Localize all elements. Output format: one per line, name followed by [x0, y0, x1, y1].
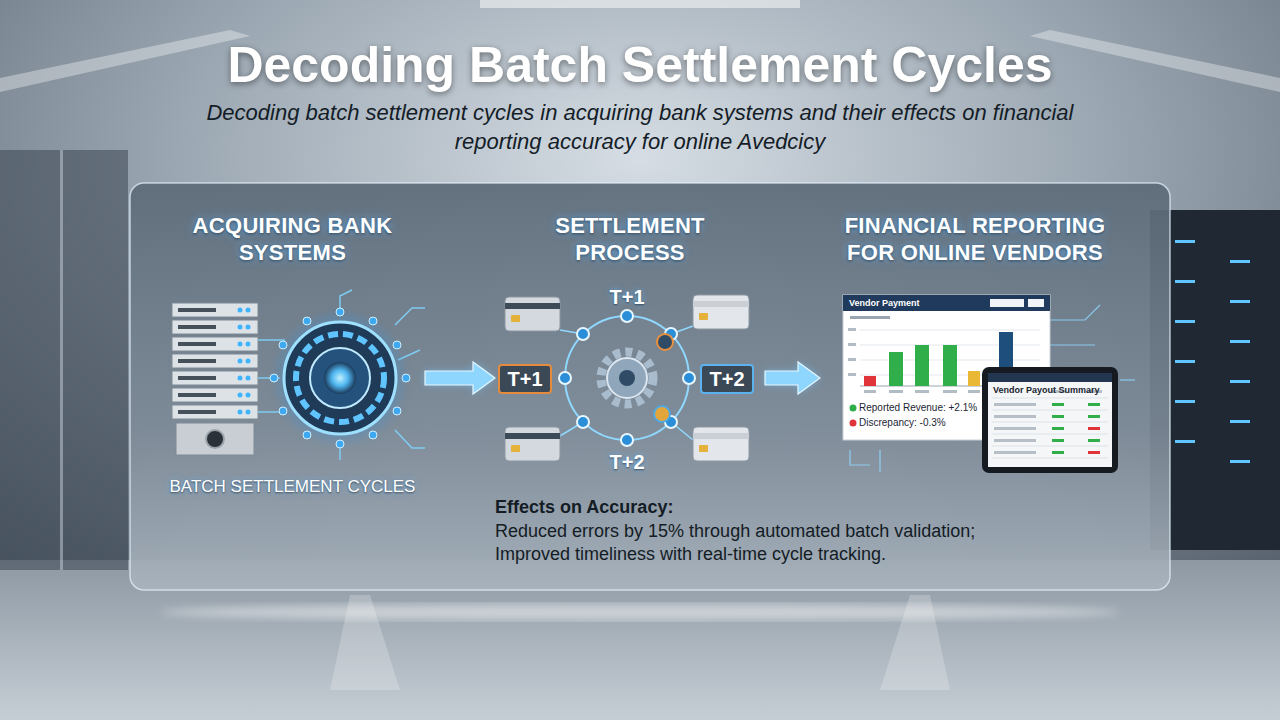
section-panel: ACQUIRING BANK SYSTEMS BATCH SETTLEMENT C…	[160, 212, 425, 497]
cycle-label: T+1	[609, 285, 644, 309]
node-label: FINANCIAL REPORTING FOR ONLINE VENDORS	[820, 212, 1130, 266]
node-label: BATCH SETTLEMENT CYCLES	[160, 476, 425, 497]
arrow-shape	[765, 362, 820, 394]
node-label: T+2	[709, 367, 744, 391]
title-text: Decoding Batch Settlement Cycles	[0, 36, 1280, 94]
section-panel: FINANCIAL REPORTING FOR ONLINE VENDORS	[820, 212, 1130, 482]
node-label: SETTLEMENT PROCESS	[515, 212, 745, 266]
metric-text: Reported Revenue: +2.1%	[857, 402, 979, 414]
flow-arrow	[425, 362, 495, 394]
cycle-box: T+2	[700, 364, 754, 394]
table-title: Vendor Payout Summary	[993, 385, 1100, 396]
section-panel: SETTLEMENT PROCESST+1T+2	[495, 212, 765, 477]
cycle-box: T+1	[498, 364, 552, 394]
arrow-glow	[765, 362, 820, 394]
node-label: T+1	[507, 367, 542, 391]
arrow-shape	[425, 362, 495, 394]
node-label: ACQUIRING BANK SYSTEMS	[168, 212, 418, 266]
cycle-label: T+2	[609, 450, 644, 474]
metric-text: Discrepancy: -0.3%	[857, 417, 948, 429]
window-title: Vendor Payment	[849, 298, 920, 309]
arrow-glow	[425, 362, 495, 394]
note-text: Reduced errors by 15% through automated …	[495, 520, 975, 542]
note-heading: Effects on Accuracy:	[495, 496, 673, 518]
flow-arrow	[765, 362, 820, 394]
note-text: Improved timeliness with real-time cycle…	[495, 543, 886, 565]
subtitle-text: Decoding batch settlement cycles in acqu…	[190, 98, 1090, 156]
